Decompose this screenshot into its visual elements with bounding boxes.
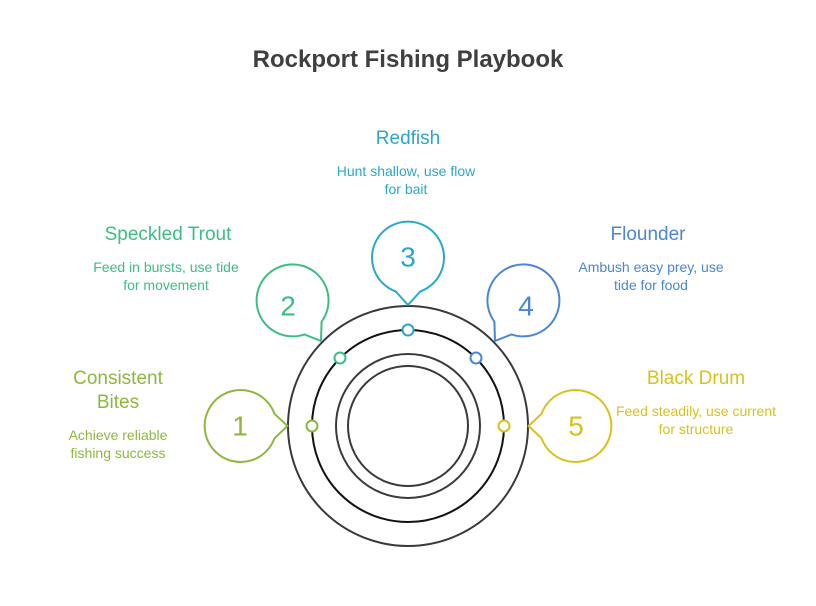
bubble-number-5: 5 [568,411,584,442]
marker-dot-5 [497,419,511,433]
marker-dot-3 [401,323,415,337]
bubble-5: 5 [527,389,613,463]
item-description-1: Achieve reliable fishing success [68,427,168,461]
bubble-1: 1 [203,389,289,463]
item-description-5: Feed steadily, use current for structure [615,403,777,437]
bubble-number-2: 2 [280,291,296,322]
item-description-2: Feed in bursts, use tide for movement [93,259,239,293]
marker-dot-1 [305,419,319,433]
outer-ring [287,305,529,547]
item-description-3: Hunt shallow, use flow for bait [336,163,476,197]
bubble-4: 4 [486,263,561,342]
bubble-number-4: 4 [518,291,534,322]
item-title-2: Speckled Trout [104,224,232,245]
marker-dot-4 [469,351,483,365]
bubble-2: 2 [255,263,330,342]
bubble-number-3: 3 [400,242,416,273]
item-title-5: Black Drum [646,368,746,389]
inner-ring [335,353,481,499]
item-title-1: Consistent Bites [73,368,163,413]
item-title-3: Redfish [375,128,441,149]
item-description-4: Ambush easy prey, use tide for food [578,259,724,293]
core-ring [347,365,469,487]
page-title: Rockport Fishing Playbook [252,46,564,73]
bubble-number-1: 1 [232,411,248,442]
marker-dot-2 [333,351,347,365]
item-title-4: Flounder [610,224,686,245]
bubble-3: 3 [371,220,445,306]
